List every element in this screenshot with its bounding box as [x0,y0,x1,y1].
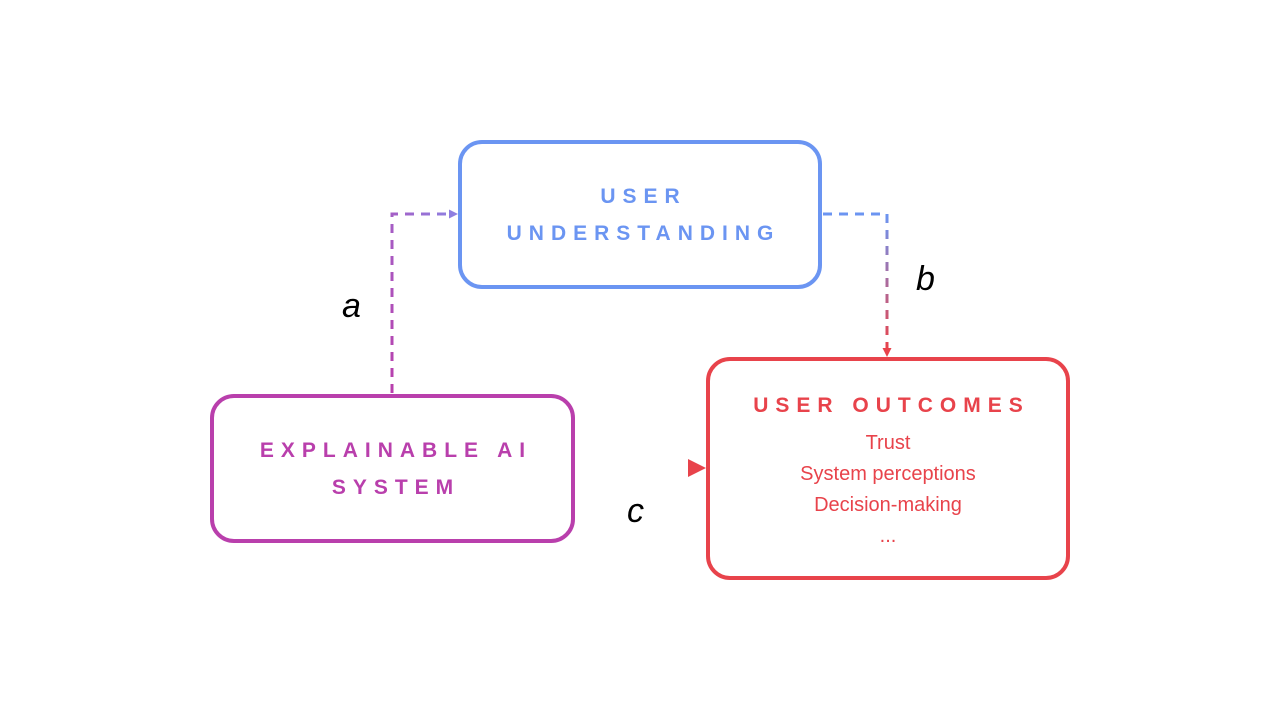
user-understanding-node: USER UNDERSTANDING [458,140,822,289]
edge-label-b: b [916,260,935,298]
outcome-item-trust: Trust [865,432,911,454]
user-understanding-title-line-1: USER [600,184,687,208]
edge-a-arrow [390,209,458,393]
explainable-ai-system-node: EXPLAINABLE AI SYSTEM [210,394,575,543]
explainable-ai-system-title-line-1: EXPLAINABLE AI [259,438,533,462]
outcome-item-system-perceptions: System perceptions [800,463,976,485]
user-understanding-title-line-2: UNDERSTANDING [506,221,781,245]
explainable-ai-system-title-line-2: SYSTEM [331,475,461,499]
edge-c-arrow [575,459,706,477]
user-outcomes-title: USER OUTCOMES [753,394,1030,417]
edge-label-c: c [627,492,644,530]
edge-label-a: a [342,287,361,325]
outcome-item-ellipsis: ... [879,525,897,547]
outcome-item-decision-making: Decision-making [814,494,962,516]
edge-b-arrow [823,212,892,357]
user-outcomes-node: USER OUTCOMES Trust System perceptions D… [706,357,1070,580]
